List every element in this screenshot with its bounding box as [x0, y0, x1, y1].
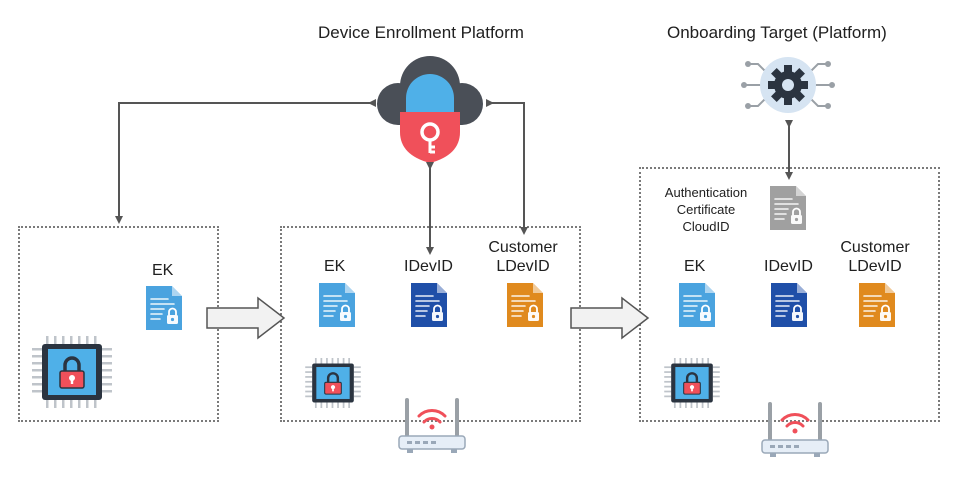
stage3-idevid-certificate-icon: [769, 281, 809, 329]
stage2-customer-line1: Customer: [488, 239, 558, 256]
stage1-chip-lock-icon: [32, 336, 112, 408]
stage3-idevid-label: IDevID: [764, 258, 813, 275]
stage2-ldevid-certificate-icon: [505, 281, 545, 329]
stage3-auth-certificate-label: Authentication Certificate CloudID: [651, 184, 761, 235]
stage3-router-icon: [760, 400, 830, 460]
stage2-customer-line2: LDevID: [496, 258, 550, 275]
stage3-auth-line2: Certificate: [676, 202, 736, 217]
stage3-ldevid-certificate-icon: [857, 281, 897, 329]
stage2-idevid-label: IDevID: [404, 258, 453, 275]
stage2-ek-label: EK: [324, 258, 346, 275]
stage3-auth-line3: CloudID: [682, 219, 730, 234]
stage1-ek-label: EK: [152, 262, 174, 279]
stage2-ek-certificate-icon: [317, 281, 357, 329]
enrollment-to-stage1-connector: [115, 99, 376, 224]
onboarding-target-title: Onboarding Target (Platform): [667, 23, 887, 42]
stage3-auth-certificate-icon: [768, 184, 808, 232]
stage3-ek-certificate-icon: [677, 281, 717, 329]
stage2-customer-ldevid-label: Customer LDevID: [478, 238, 568, 276]
stage3-chip-lock-icon: [664, 358, 720, 408]
stage2-chip-lock-icon: [305, 358, 361, 408]
enrollment-to-ldevid-connector: [486, 99, 528, 235]
enrollment-platform-title: Device Enrollment Platform: [318, 23, 524, 42]
flow-arrow-2: [570, 296, 650, 340]
stage3-customer-line2: LDevID: [848, 258, 902, 275]
flow-arrow-1: [206, 296, 286, 340]
stage3-ek-label: EK: [684, 258, 706, 275]
stage3-auth-line1: Authentication: [664, 185, 748, 200]
gear-circuit-icon: [738, 50, 838, 120]
stage2-idevid-certificate-icon: [409, 281, 449, 329]
stage1-ek-certificate-icon: [144, 284, 184, 332]
stage2-router-icon: [397, 396, 467, 456]
stage3-customer-ldevid-label: Customer LDevID: [830, 238, 920, 276]
cloud-lock-icon: [370, 50, 490, 165]
stage3-customer-line1: Customer: [840, 239, 910, 256]
